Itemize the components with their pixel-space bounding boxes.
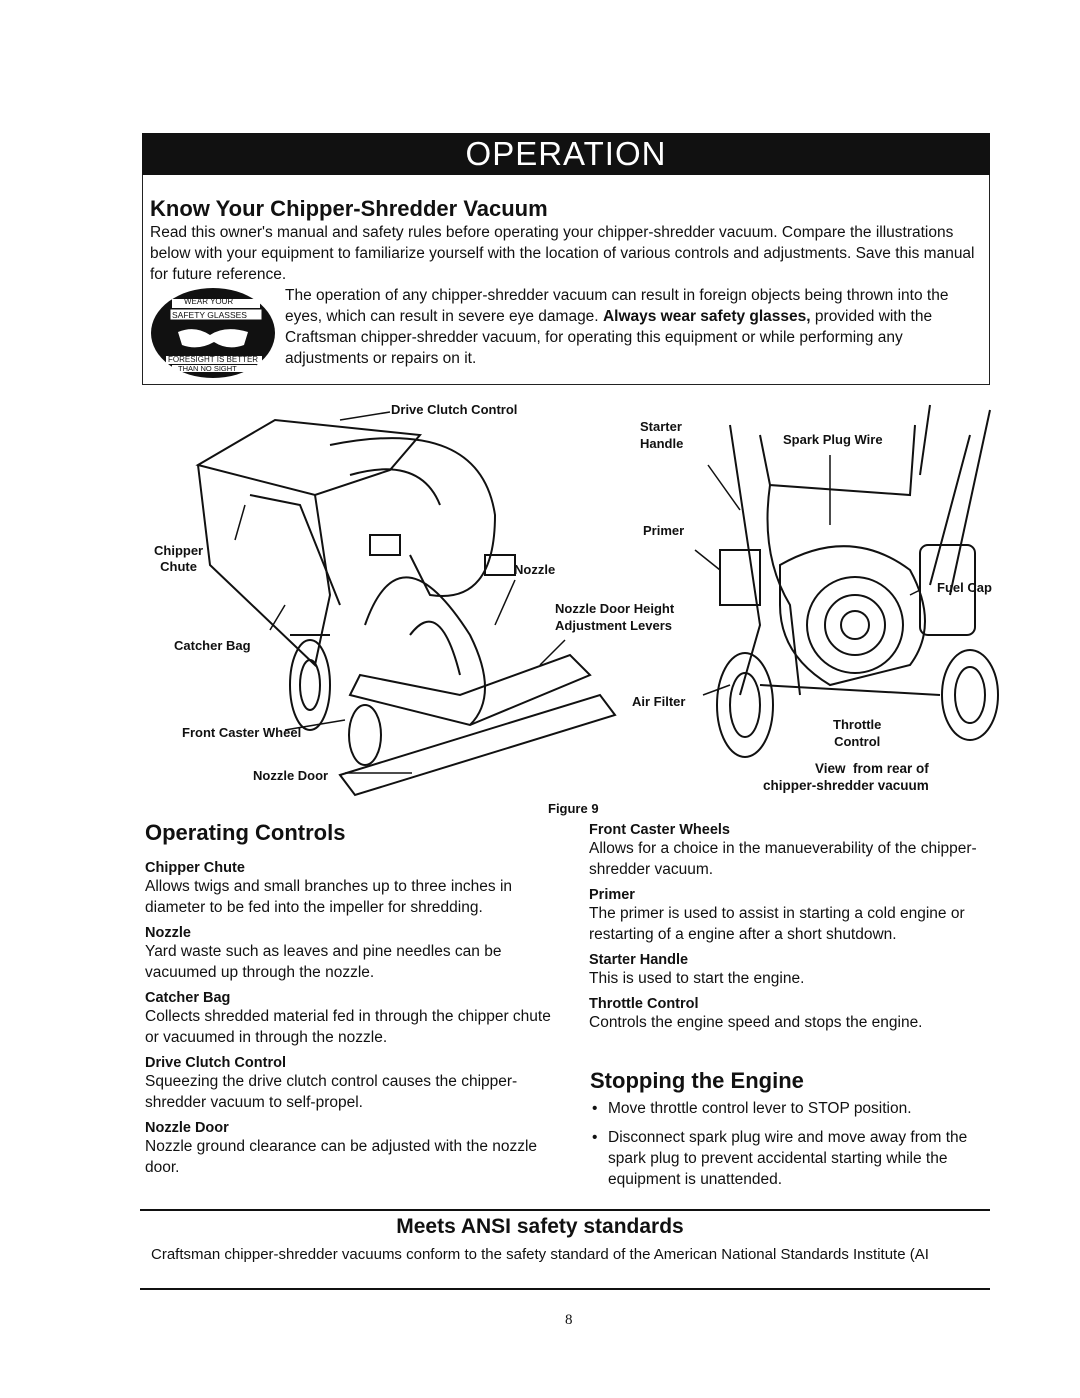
control-item: Primer The primer is used to assist in s… bbox=[589, 887, 989, 945]
warning-text-post: provided with the Craftsman chipper-shre… bbox=[285, 308, 933, 367]
label-fuel-cap: Fuel Cap bbox=[937, 580, 992, 595]
control-text: Squeezing the drive clutch control cause… bbox=[145, 1073, 518, 1111]
ansi-heading: Meets ANSI safety standards bbox=[396, 1215, 684, 1238]
control-text: The primer is used to assist in starting… bbox=[589, 905, 965, 943]
badge-bottom-line2: THAN NO SIGHT bbox=[178, 364, 237, 373]
badge-bottom-line1: FORESIGHT IS BETTER bbox=[168, 355, 259, 364]
page-number: 8 bbox=[565, 1312, 573, 1328]
section-banner: OPERATION bbox=[142, 133, 990, 175]
control-text: Allows twigs and small branches up to th… bbox=[145, 878, 513, 916]
controls-right-column: Front Caster Wheels Allows for a choice … bbox=[589, 822, 989, 1033]
control-item: Throttle Control Controls the engine spe… bbox=[589, 996, 989, 1033]
control-title: Drive Clutch Control bbox=[145, 1055, 286, 1071]
ansi-text: Craftsman chipper-shredder vacuums confo… bbox=[151, 1246, 929, 1263]
control-title: Nozzle bbox=[145, 925, 191, 941]
figure-caption: Figure 9 bbox=[548, 801, 599, 816]
label-throttle-control: Throttle Control bbox=[833, 717, 882, 749]
label-air-filter: Air Filter bbox=[632, 694, 686, 709]
label-nozzle-door: Nozzle Door bbox=[253, 768, 329, 783]
control-title: Front Caster Wheels bbox=[589, 822, 730, 838]
control-text: Controls the engine speed and stops the … bbox=[589, 1014, 923, 1031]
control-item: Chipper Chute Allows twigs and small bra… bbox=[145, 860, 555, 918]
label-drive-clutch-control: Drive Clutch Control bbox=[391, 402, 518, 417]
control-item: Nozzle Door Nozzle ground clearance can … bbox=[145, 1120, 555, 1178]
label-starter-handle: Starter Handle bbox=[640, 419, 684, 451]
control-title: Starter Handle bbox=[589, 952, 689, 968]
ansi-top-rule bbox=[140, 1209, 990, 1211]
control-text: Yard waste such as leaves and pine needl… bbox=[145, 943, 502, 981]
badge-top-line1: WEAR YOUR bbox=[184, 297, 234, 306]
control-text: Nozzle ground clearance can be adjusted … bbox=[145, 1138, 538, 1176]
control-item: Front Caster Wheels Allows for a choice … bbox=[589, 822, 989, 880]
label-front-caster-wheel: Front Caster Wheel bbox=[182, 725, 302, 740]
label-chipper-chute: Chipper Chute bbox=[154, 543, 204, 574]
control-item: Nozzle Yard waste such as leaves and pin… bbox=[145, 925, 555, 983]
control-item: Starter Handle This is used to start the… bbox=[589, 952, 989, 989]
bullet-item: Move throttle control lever to STOP posi… bbox=[590, 1098, 988, 1119]
control-title: Catcher Bag bbox=[145, 990, 231, 1006]
control-item: Catcher Bag Collects shredded material f… bbox=[145, 990, 555, 1048]
safety-glasses-badge: WEAR YOUR SAFETY GLASSES FORESIGHT IS BE… bbox=[150, 287, 276, 379]
control-text: Allows for a choice in the manueverabili… bbox=[589, 840, 977, 878]
warning-text-bold: Always wear safety glasses, bbox=[602, 308, 811, 325]
know-intro: Read this owner's manual and safety rule… bbox=[150, 224, 975, 283]
stopping-engine-heading: Stopping the Engine bbox=[590, 1068, 804, 1093]
control-text: This is used to start the engine. bbox=[589, 970, 805, 987]
label-nozzle: Nozzle bbox=[514, 562, 556, 577]
bullet-item: Disconnect spark plug wire and move away… bbox=[590, 1127, 988, 1190]
control-text: Collects shredded material fed in throug… bbox=[145, 1008, 551, 1046]
figure-9-illustration bbox=[195, 404, 999, 797]
controls-left-column: Chipper Chute Allows twigs and small bra… bbox=[145, 860, 555, 1178]
banner-title: OPERATION bbox=[465, 135, 667, 172]
ansi-bottom-rule bbox=[140, 1288, 990, 1290]
control-title: Nozzle Door bbox=[145, 1120, 229, 1136]
know-warning: The operation of any chipper-shredder va… bbox=[285, 285, 985, 369]
stopping-bullets: Move throttle control lever to STOP posi… bbox=[590, 1098, 988, 1190]
warning-text-pre: The operation of any chipper-shredder va… bbox=[285, 287, 949, 325]
label-catcher-bag: Catcher Bag bbox=[174, 638, 251, 653]
control-item: Drive Clutch Control Squeezing the drive… bbox=[145, 1055, 555, 1113]
label-view-from-rear: View from rear of chipper-shredder vacuu… bbox=[763, 761, 929, 793]
label-nozzle-door-height: Nozzle Door Height Adjustment Levers bbox=[555, 601, 675, 633]
operating-controls-heading: Operating Controls bbox=[145, 820, 346, 845]
badge-top-line2: SAFETY GLASSES bbox=[172, 310, 247, 320]
control-title: Chipper Chute bbox=[145, 860, 245, 876]
control-title: Primer bbox=[589, 887, 635, 903]
label-spark-plug-wire: Spark Plug Wire bbox=[783, 432, 883, 447]
know-your-box bbox=[142, 175, 990, 385]
safety-glasses-icon bbox=[151, 288, 275, 378]
label-primer: Primer bbox=[643, 523, 685, 538]
know-heading: Know Your Chipper-Shredder Vacuum bbox=[150, 196, 548, 221]
control-title: Throttle Control bbox=[589, 996, 699, 1012]
